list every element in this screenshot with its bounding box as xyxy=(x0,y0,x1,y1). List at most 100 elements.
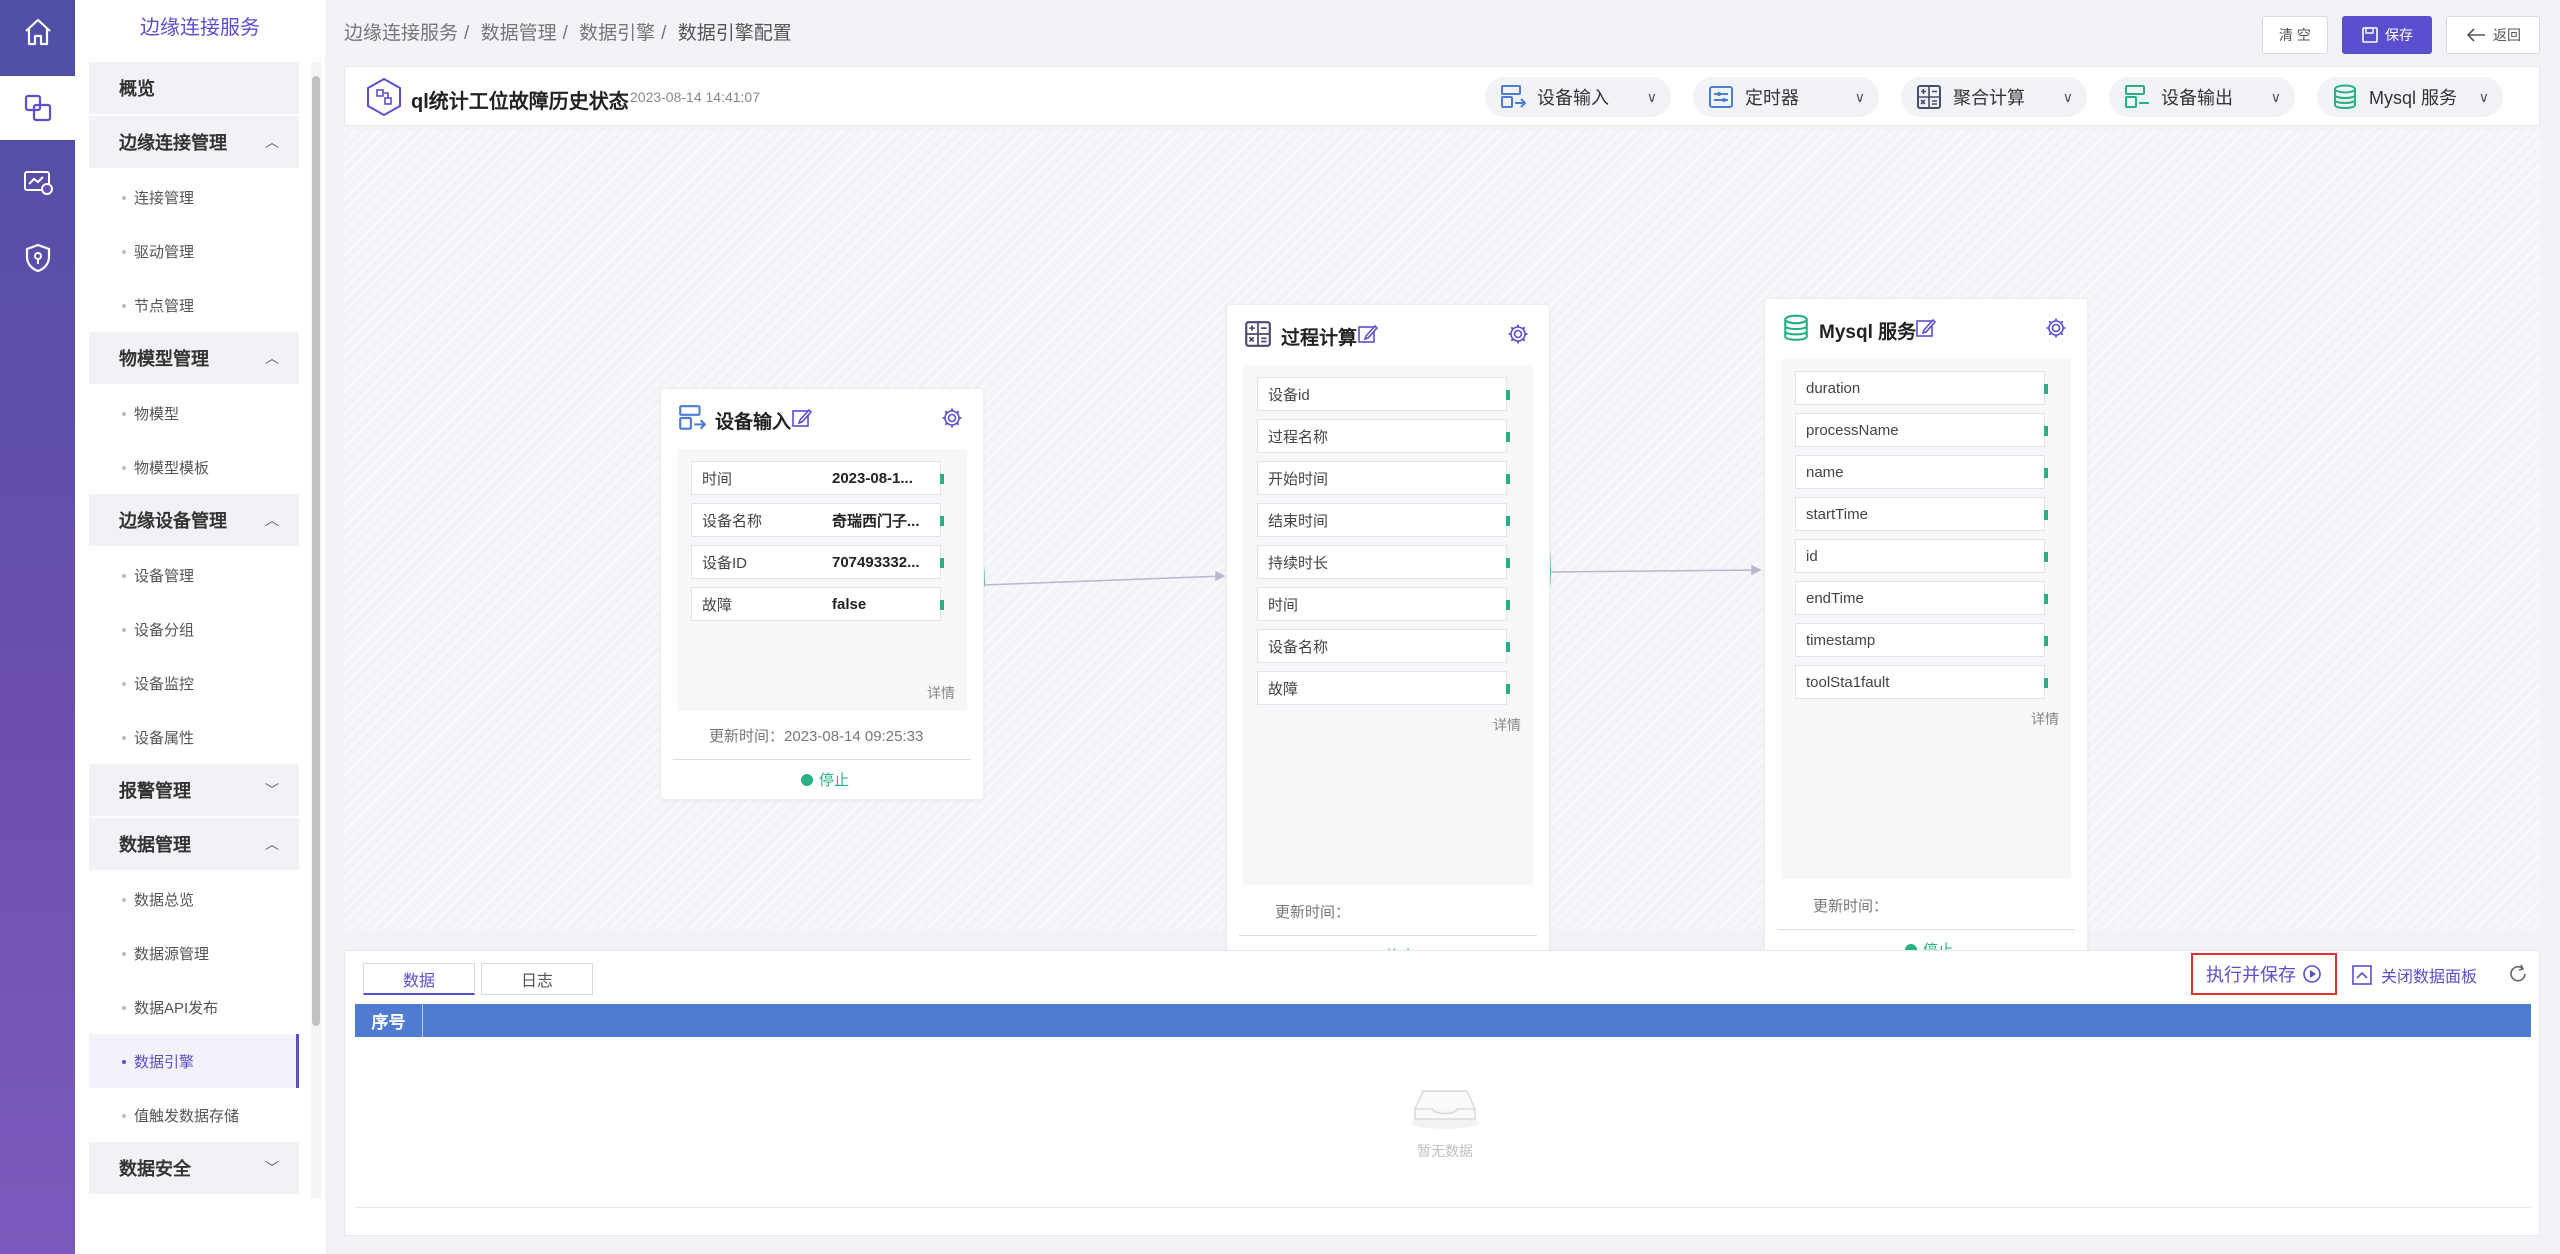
output-port[interactable] xyxy=(940,558,944,568)
breadcrumb-item[interactable]: 数据管理 xyxy=(480,23,557,44)
device-output-dropdown[interactable]: 设备输出∨ xyxy=(2109,77,2295,117)
detail-link[interactable]: 详情 xyxy=(927,685,955,701)
sidebar-item-thing-model-template[interactable]: 物模型模板 xyxy=(89,440,299,494)
node-title: Mysql 服务 xyxy=(1819,322,1917,343)
node-mysql[interactable]: Mysql 服务 duration processName name start… xyxy=(1764,298,2088,970)
breadcrumb-item[interactable]: 边缘连接服务 xyxy=(344,23,459,44)
data-panel: 数据 日志 执行并保存 关闭数据面板 序号 暂无数据 xyxy=(344,950,2540,1236)
field-row[interactable]: timestamp xyxy=(1795,623,2048,657)
field-row[interactable]: name xyxy=(1795,455,2048,489)
field-row[interactable]: 设备名称 xyxy=(1257,629,1510,663)
node-process[interactable]: 过程计算 设备id 过程名称 开始时间 结束时间 持续时长 时间 设备名称 故障… xyxy=(1226,304,1550,976)
output-port[interactable] xyxy=(1506,432,1510,442)
gear-icon[interactable] xyxy=(1507,323,1529,345)
output-port[interactable] xyxy=(1506,642,1510,652)
sidebar-item-driver[interactable]: 驱动管理 xyxy=(89,224,299,278)
output-port[interactable] xyxy=(1506,474,1510,484)
sidebar-item-data-overview[interactable]: 数据总览 xyxy=(89,872,299,926)
detail-link[interactable]: 详情 xyxy=(2031,711,2059,727)
close-panel-button[interactable]: 关闭数据面板 xyxy=(2351,963,2477,987)
input-port[interactable] xyxy=(2044,636,2048,646)
field-row[interactable]: 过程名称 xyxy=(1257,419,1510,453)
field-row[interactable]: endTime xyxy=(1795,581,2048,615)
sidebar-item-device-property[interactable]: 设备属性 xyxy=(89,710,299,764)
input-port[interactable] xyxy=(2044,594,2048,604)
sidebar-item-data-engine[interactable]: 数据引擎 xyxy=(89,1034,299,1088)
field-row[interactable]: duration xyxy=(1795,371,2048,405)
output-port[interactable] xyxy=(940,516,944,526)
output-port[interactable] xyxy=(1506,558,1510,568)
sidebar-group-alarm[interactable]: 报警管理﹀ xyxy=(89,764,299,816)
sidebar-group-data[interactable]: 数据管理︿ xyxy=(89,818,299,870)
home-icon[interactable] xyxy=(0,0,75,64)
connection-icon[interactable] xyxy=(0,76,75,140)
edit-icon[interactable] xyxy=(1357,323,1379,345)
input-port[interactable] xyxy=(2044,384,2048,394)
sidebar-scrollbar[interactable] xyxy=(311,62,321,1198)
sidebar-group-edge-device[interactable]: 边缘设备管理︿ xyxy=(89,494,299,546)
sidebar-item-thing-model[interactable]: 物模型 xyxy=(89,386,299,440)
field-row[interactable]: 设备名称奇瑞西门子... xyxy=(691,503,944,537)
aggregate-dropdown[interactable]: 聚合计算∨ xyxy=(1901,77,2087,117)
field-row[interactable]: startTime xyxy=(1795,497,2048,531)
field-row[interactable]: toolSta1fault xyxy=(1795,665,2048,699)
sidebar-item-connection[interactable]: 连接管理 xyxy=(89,170,299,224)
clear-button[interactable]: 清 空 xyxy=(2262,16,2328,54)
sidebar-group-edge-connection[interactable]: 边缘连接管理︿ xyxy=(89,116,299,168)
gear-icon[interactable] xyxy=(2045,317,2067,339)
output-port[interactable] xyxy=(1506,390,1510,400)
input-port[interactable] xyxy=(2044,468,2048,478)
output-port[interactable] xyxy=(940,600,944,610)
field-row[interactable]: 时间 xyxy=(1257,587,1510,621)
security-icon[interactable] xyxy=(0,226,75,290)
back-button[interactable]: 返回 xyxy=(2446,16,2540,54)
sidebar-item-trigger-storage[interactable]: 值触发数据存储 xyxy=(89,1088,299,1142)
input-port[interactable] xyxy=(2044,552,2048,562)
scrollbar-thumb[interactable] xyxy=(312,76,320,1026)
tab-data[interactable]: 数据 xyxy=(363,963,475,995)
sidebar-menu: 概览 边缘连接管理︿ 连接管理 驱动管理 节点管理 物模型管理︿ 物模型 物模型… xyxy=(89,62,299,1198)
field-row[interactable]: processName xyxy=(1795,413,2048,447)
sidebar-group-thing-model[interactable]: 物模型管理︿ xyxy=(89,332,299,384)
save-button[interactable]: 保存 xyxy=(2342,16,2432,54)
input-port[interactable] xyxy=(2044,510,2048,520)
output-port[interactable] xyxy=(1506,684,1510,694)
gear-icon[interactable] xyxy=(941,407,963,429)
mysql-dropdown[interactable]: Mysql 服务∨ xyxy=(2317,77,2503,117)
tab-log[interactable]: 日志 xyxy=(481,963,593,995)
field-row[interactable]: id xyxy=(1795,539,2048,573)
output-port[interactable] xyxy=(1506,516,1510,526)
breadcrumb-item[interactable]: 数据引擎 xyxy=(579,23,656,44)
database-icon xyxy=(2334,84,2356,109)
sidebar-item-data-api[interactable]: 数据API发布 xyxy=(89,980,299,1034)
field-row[interactable]: 故障 xyxy=(1257,671,1510,705)
field-row[interactable]: 设备id xyxy=(1257,377,1510,411)
input-port[interactable] xyxy=(2044,426,2048,436)
refresh-icon[interactable] xyxy=(2507,963,2529,985)
sidebar-group-data-security[interactable]: 数据安全﹀ xyxy=(89,1142,299,1194)
monitor-icon[interactable] xyxy=(0,150,75,214)
sidebar-item-node[interactable]: 节点管理 xyxy=(89,278,299,332)
edit-icon[interactable] xyxy=(1915,317,1937,339)
sidebar-item-device-management[interactable]: 设备管理 xyxy=(89,548,299,602)
edit-icon[interactable] xyxy=(791,407,813,429)
output-port[interactable] xyxy=(1506,600,1510,610)
sidebar-item-device-monitor[interactable]: 设备监控 xyxy=(89,656,299,710)
sidebar-item-overview[interactable]: 概览 xyxy=(89,62,299,114)
sidebar-item-data-source[interactable]: 数据源管理 xyxy=(89,926,299,980)
field-row[interactable]: 开始时间 xyxy=(1257,461,1510,495)
timer-dropdown[interactable]: 定时器∨ xyxy=(1693,77,1879,117)
input-port[interactable] xyxy=(2044,678,2048,688)
output-port[interactable] xyxy=(940,474,944,484)
field-row[interactable]: 持续时长 xyxy=(1257,545,1510,579)
execute-save-button[interactable]: 执行并保存 xyxy=(2191,953,2337,995)
detail-link[interactable]: 详情 xyxy=(1493,717,1521,733)
sidebar-item-device-group[interactable]: 设备分组 xyxy=(89,602,299,656)
field-row[interactable]: 结束时间 xyxy=(1257,503,1510,537)
device-input-dropdown[interactable]: 设备输入∨ xyxy=(1485,77,1671,117)
